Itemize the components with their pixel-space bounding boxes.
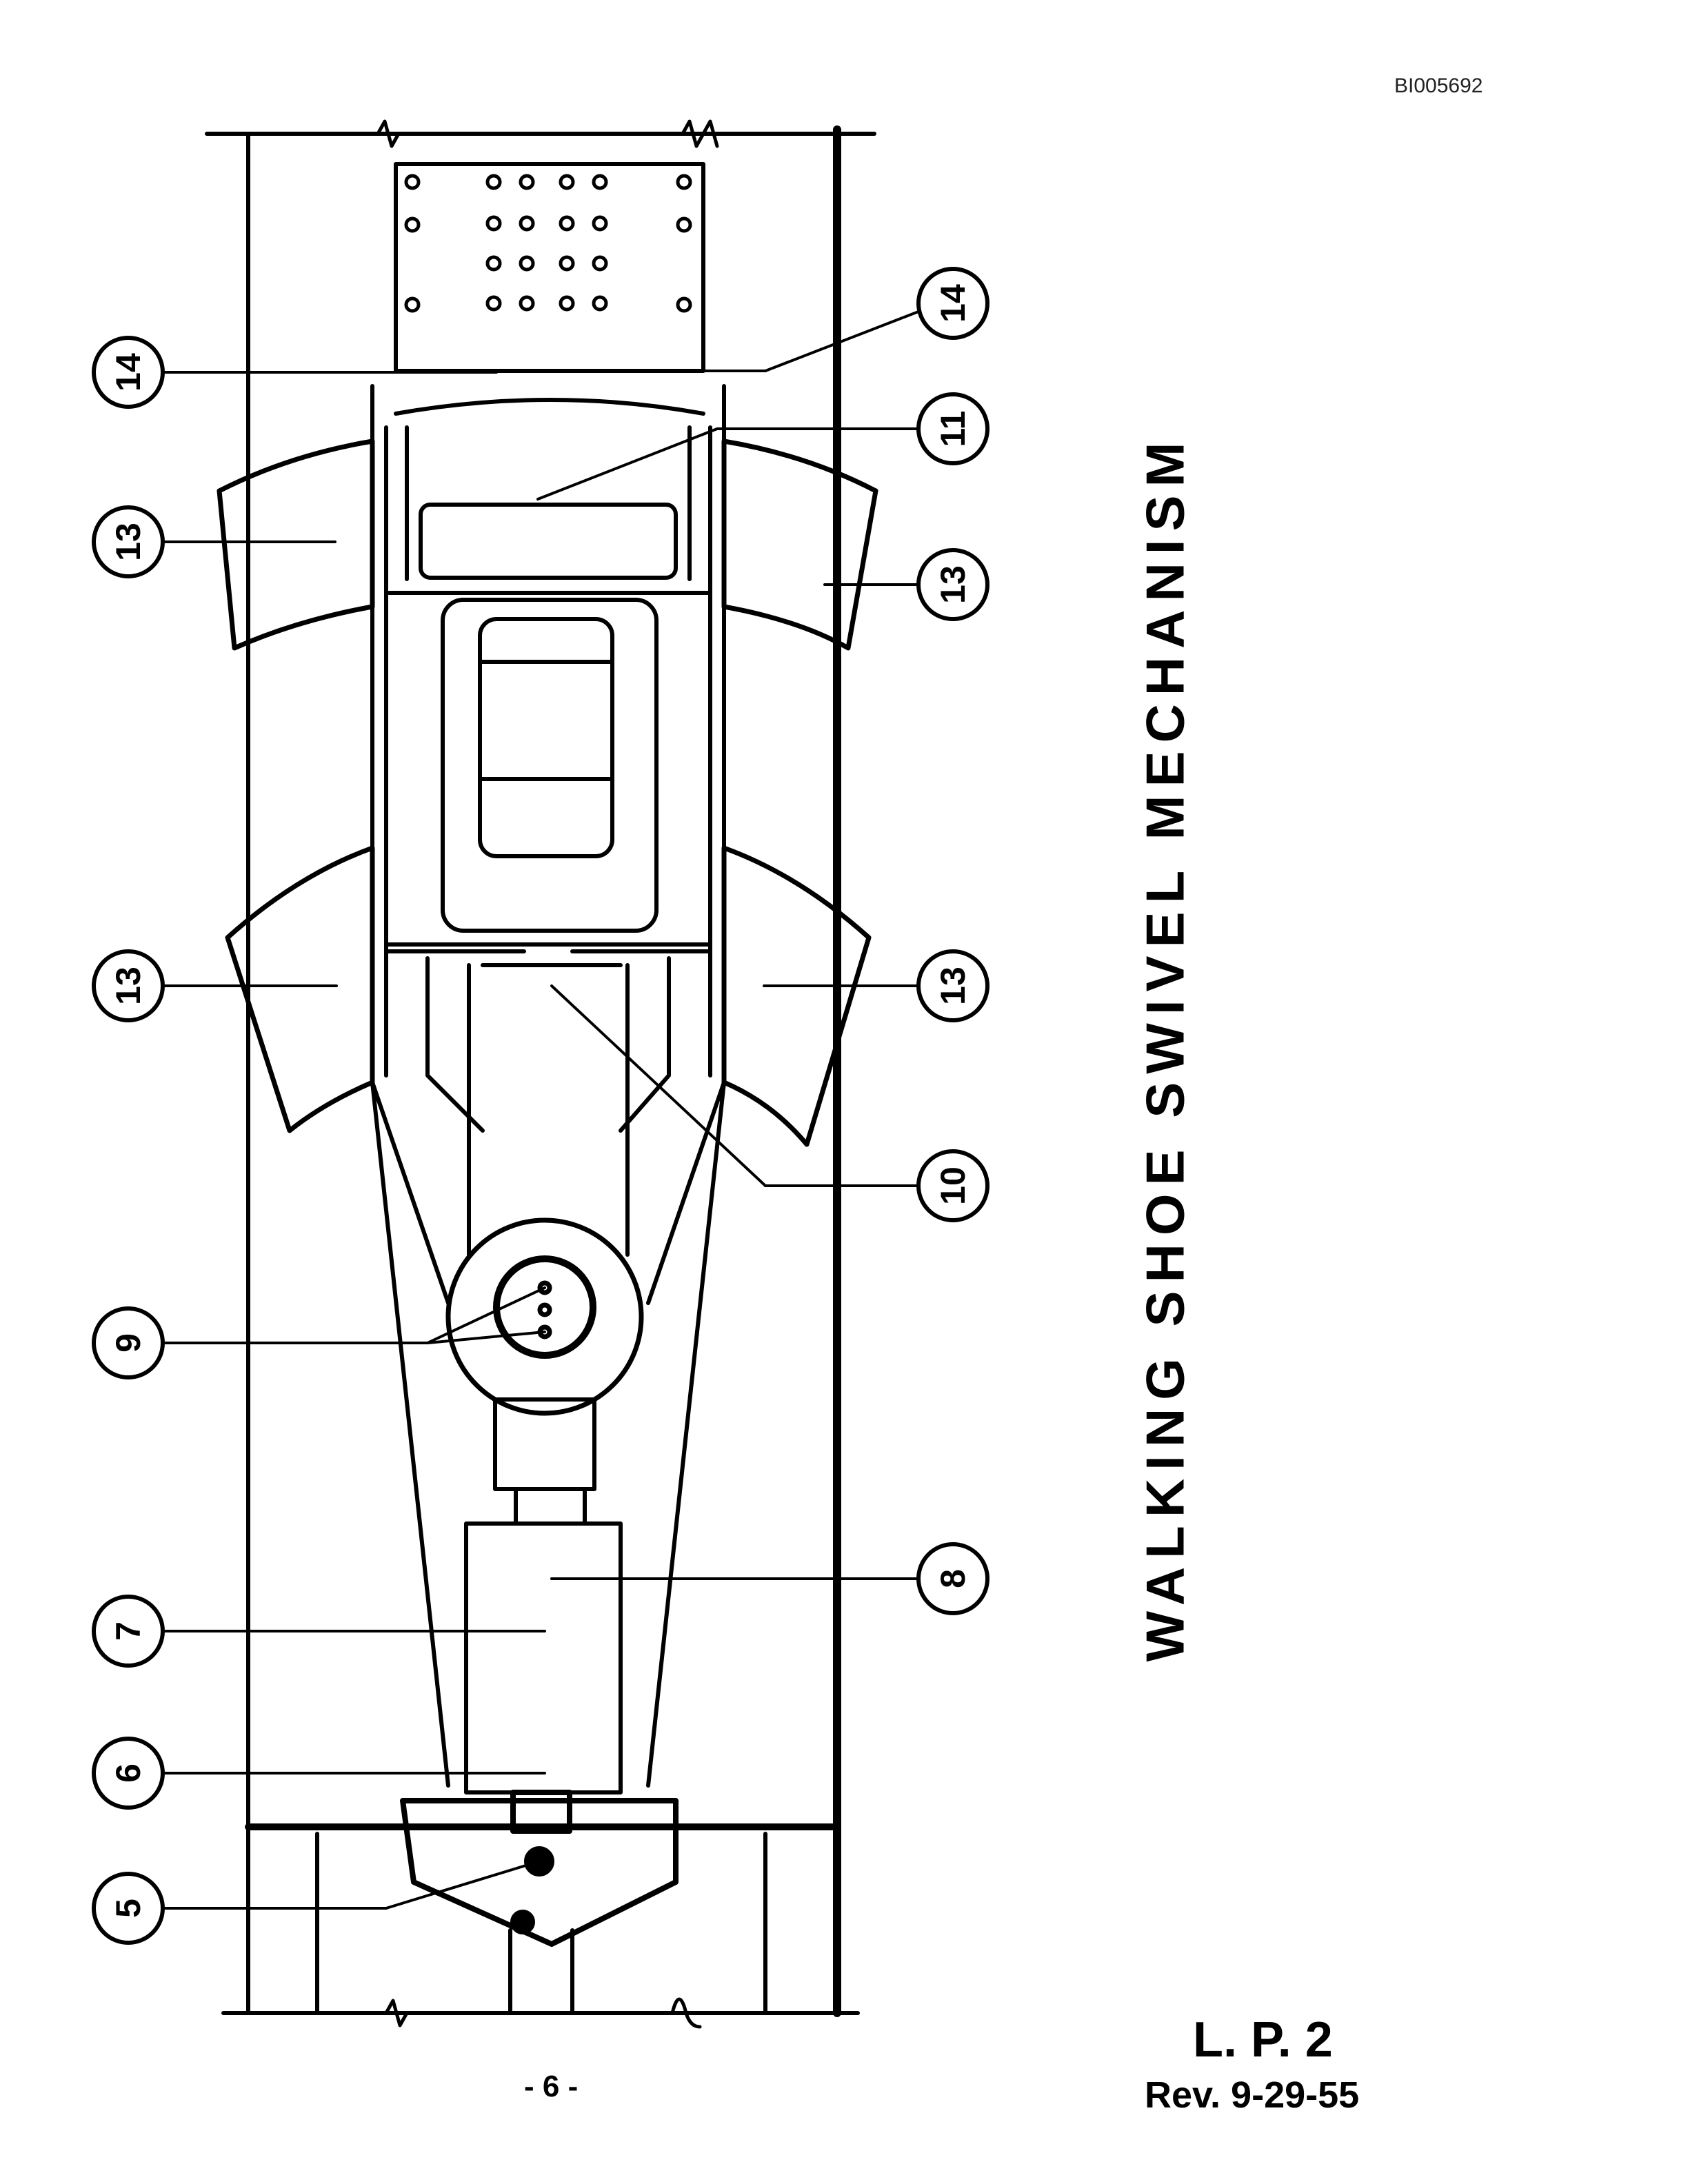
callout-balloons: 14 14 11 13 13 13 13 10 [92, 267, 989, 1945]
side-shoes [217, 438, 878, 1147]
svg-text:6: 6 [109, 1763, 148, 1783]
callout-14-right: 14 [916, 267, 989, 340]
callout-14-left: 14 [92, 336, 165, 409]
revision-label: Rev. 9-29-55 [1145, 2074, 1360, 2116]
callout-9: 9 [92, 1306, 165, 1379]
svg-text:11: 11 [934, 411, 972, 447]
callout-8: 8 [916, 1542, 989, 1615]
callout-7: 7 [92, 1595, 165, 1668]
svg-text:5: 5 [109, 1899, 148, 1918]
housing [370, 1080, 726, 1794]
callout-10: 10 [916, 1149, 989, 1222]
document-id: BI005692 [1394, 74, 1483, 97]
svg-text:10: 10 [934, 1166, 972, 1205]
callout-13-right-lower: 13 [916, 949, 989, 1022]
callout-13-left-upper: 13 [92, 505, 165, 578]
pivot [445, 1217, 644, 1416]
page-number: - 6 - [524, 2070, 579, 2103]
leader-lines [161, 310, 920, 1910]
plate-label: L. P. 2 [1193, 2012, 1333, 2067]
callout-5: 5 [92, 1872, 165, 1945]
frame [205, 125, 876, 2017]
callout-11: 11 [916, 392, 989, 465]
callout-13-left-lower: 13 [92, 949, 165, 1022]
svg-text:9: 9 [109, 1333, 148, 1353]
end-block [400, 1790, 679, 1947]
drawing-title: WALKING SHOE SWIVEL MECHANISM [1134, 434, 1196, 1662]
top-plate [394, 162, 705, 373]
svg-text:7: 7 [109, 1621, 148, 1641]
svg-text:13: 13 [109, 523, 148, 561]
svg-text:13: 13 [934, 967, 972, 1005]
main-body [370, 384, 726, 1305]
svg-text:14: 14 [109, 353, 148, 392]
svg-text:14: 14 [934, 284, 972, 323]
callout-13-right-upper: 13 [916, 548, 989, 621]
svg-text:13: 13 [934, 565, 972, 604]
break-marks [376, 119, 719, 2029]
svg-text:8: 8 [934, 1569, 972, 1588]
callout-6: 6 [92, 1737, 165, 1810]
svg-text:13: 13 [109, 967, 148, 1005]
